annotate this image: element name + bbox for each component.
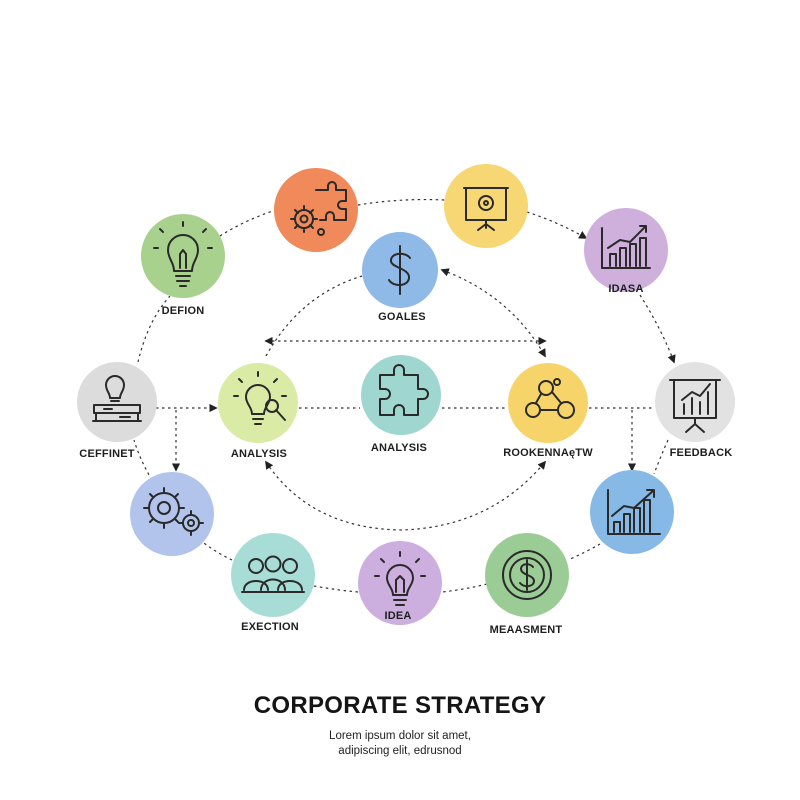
node-label-idasa: IDASA xyxy=(608,283,643,295)
subtitle-line-1: Lorem ipsum dolor sit amet, xyxy=(329,730,471,742)
node-circle xyxy=(361,355,441,435)
node-roockenna: ROOKENNAęTW xyxy=(503,363,593,459)
presentation-board-icon xyxy=(463,187,509,231)
node-label-meaasment: MEAASMENT xyxy=(490,624,563,636)
node-label-feedback: FEEDBACK xyxy=(670,447,733,459)
network-nodes-icon xyxy=(525,378,575,419)
node-circle xyxy=(130,472,214,556)
node-analysis-center: ANALYSIS xyxy=(361,355,441,454)
node-label-ceffinet: CEFFINET xyxy=(79,448,134,460)
node-circle xyxy=(508,363,588,443)
node-feedback: FEEDBACK xyxy=(655,362,735,459)
node-presentation-top xyxy=(444,164,528,248)
node-meaasment: MEAASMENT xyxy=(485,533,569,636)
node-ceffinet: CEFFINET xyxy=(77,362,157,460)
growth-chart-icon xyxy=(607,489,661,535)
node-analysis-left: ANALYSIS xyxy=(218,363,298,460)
node-idasa: IDASA xyxy=(584,208,668,295)
node-gears xyxy=(130,472,214,556)
lightbulb-icon xyxy=(374,551,426,606)
node-exection: EXECTION xyxy=(231,533,315,633)
bar-chart-icon xyxy=(601,225,651,269)
presentation-chart-icon xyxy=(669,379,721,433)
node-idea: IDEA xyxy=(358,541,442,625)
node-label-analysis-center: ANALYSIS xyxy=(371,442,427,454)
dollar-coin-icon xyxy=(502,550,552,600)
gears-icon xyxy=(143,487,204,536)
puzzle-icon xyxy=(379,364,429,416)
connector-lines xyxy=(133,198,676,593)
node-label-roockenna: ROOKENNAęTW xyxy=(503,447,593,459)
lightbulb-icon xyxy=(153,221,213,287)
gear-puzzle-icon xyxy=(290,181,347,236)
node-circle xyxy=(141,214,225,298)
node-circle xyxy=(358,541,442,625)
node-circle xyxy=(590,470,674,554)
node-circle xyxy=(231,533,315,617)
dollar-sign-icon xyxy=(388,245,411,295)
node-gear-puzzle xyxy=(274,168,358,252)
node-label-analysis-left: ANALYSIS xyxy=(231,448,287,460)
node-circle xyxy=(655,362,735,442)
diagram-title: CORPORATE STRATEGY xyxy=(253,692,547,719)
team-icon xyxy=(241,555,305,593)
node-label-defion: DEFION xyxy=(162,305,205,317)
node-defion: DEFION xyxy=(141,214,225,317)
node-label-goales: GOALES xyxy=(378,311,426,323)
lightbulb-stack-icon xyxy=(92,375,142,422)
node-goales: GOALES xyxy=(362,232,438,323)
node-circle xyxy=(218,363,298,443)
node-label-idea: IDEA xyxy=(384,610,411,622)
subtitle-line-2: adipiscing elit, edrusnod xyxy=(338,745,462,757)
node-label-exection: EXECTION xyxy=(241,621,299,633)
node-bar-chart-right xyxy=(590,470,674,554)
lightbulb-magnifier-icon xyxy=(233,371,287,425)
